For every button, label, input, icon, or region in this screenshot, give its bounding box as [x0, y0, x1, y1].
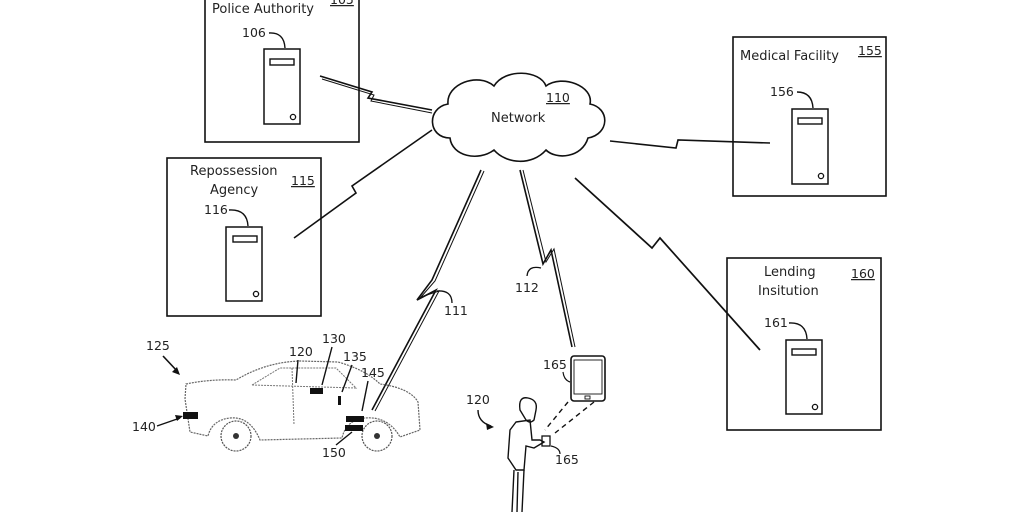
wireless-link-police [319, 75, 433, 114]
wireless-link-medical [609, 139, 771, 149]
server-icon [791, 108, 829, 185]
lending-ref: 160 [851, 266, 875, 281]
police-authority-ref: 105 [330, 0, 354, 7]
leader-line [228, 209, 249, 227]
wireless-link-phone: 112 [515, 169, 576, 348]
component-135 [338, 396, 341, 405]
lending-title-line2: Insitution [758, 284, 819, 299]
component-ref-150: 150 [322, 445, 346, 460]
user-ref: 120 [466, 392, 490, 407]
wireless-link-lending [574, 177, 761, 351]
police-server-ref: 106 [242, 25, 266, 40]
leader-line [788, 322, 808, 340]
component-145 [346, 416, 364, 422]
repossession-title-line1: Repossession [190, 164, 278, 179]
server-icon [263, 48, 301, 125]
police-authority-title: Police Authority [212, 2, 314, 17]
medical-facility-box: Medical Facility 155 156 [732, 36, 887, 197]
lending-institution-box: Lending Insitution 160 161 [726, 257, 882, 431]
mobile-phone: 165 [543, 355, 606, 434]
wireless-link-repossession [293, 129, 433, 239]
network-cloud: Network 110 [431, 72, 606, 162]
lending-server-ref: 161 [764, 315, 788, 330]
user-person: 120 165 [466, 392, 579, 512]
phone-link-ref: 112 [515, 280, 539, 295]
network-ref: 110 [546, 90, 570, 105]
medical-facility-ref: 155 [858, 43, 882, 58]
server-icon [785, 339, 823, 415]
repossession-agency-box: Repossession Agency 115 116 [166, 157, 322, 317]
component-ref-130: 130 [322, 331, 346, 346]
component-150 [345, 425, 363, 431]
medical-server-ref: 156 [770, 84, 794, 99]
lending-title-line1: Lending [764, 265, 816, 280]
component-130 [310, 388, 323, 394]
component-ref-140: 140 [132, 419, 156, 434]
wireless-link-vehicle: 111 [371, 169, 485, 412]
leader-line [268, 32, 286, 49]
repossession-ref: 115 [291, 173, 315, 188]
repossession-title-line2: Agency [210, 183, 259, 198]
police-authority-box: Police Authority 105 106 [204, 0, 360, 143]
component-ref-135: 135 [343, 349, 367, 364]
component-140 [183, 412, 198, 419]
component-ref-145: 145 [361, 365, 385, 380]
repossession-server-ref: 116 [204, 202, 228, 217]
leader-line [796, 91, 814, 109]
medical-facility-title: Medical Facility [740, 49, 839, 64]
vehicle: 125 120 130 135 145 140 150 [132, 331, 421, 460]
component-ref-120: 120 [289, 344, 313, 359]
server-icon [225, 226, 263, 302]
phone-ref-top: 165 [543, 357, 567, 372]
vehicle-link-ref: 111 [444, 303, 468, 318]
network-label: Network [491, 111, 546, 126]
phone-ref-hand: 165 [555, 452, 579, 467]
vehicle-ref: 125 [146, 338, 170, 353]
